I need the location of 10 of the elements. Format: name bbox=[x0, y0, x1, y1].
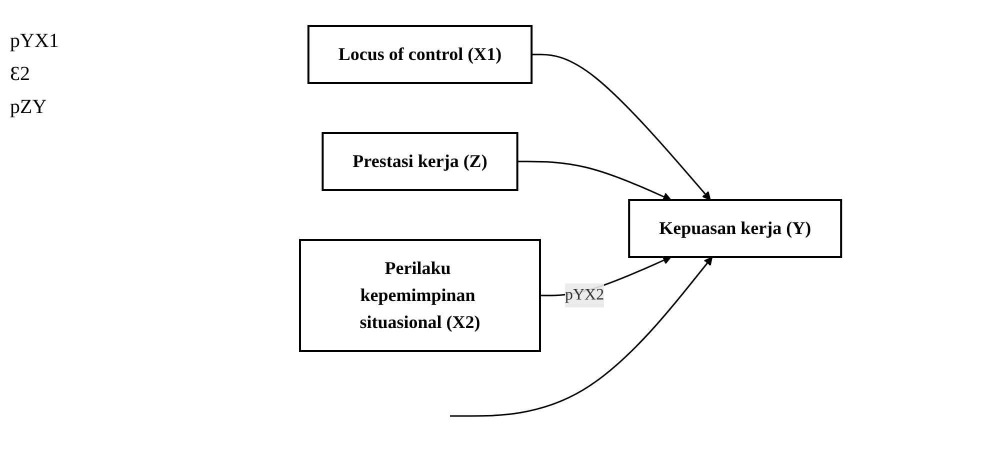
edge-label: pYX2 bbox=[565, 286, 605, 304]
path-label: Ɛ2 bbox=[10, 63, 32, 86]
path-label: pZY bbox=[10, 96, 48, 119]
node-box: Prestasi kerja (Z) bbox=[322, 132, 519, 191]
node-box: Kepuasan kerja (Y) bbox=[628, 199, 843, 258]
path-label: pYX1 bbox=[10, 30, 60, 53]
node-box: Locus of control (X1) bbox=[308, 25, 534, 84]
node-box: Perilaku kepemimpinan situasional (X2) bbox=[299, 239, 542, 352]
arrow bbox=[518, 160, 672, 201]
arrow bbox=[532, 54, 712, 200]
